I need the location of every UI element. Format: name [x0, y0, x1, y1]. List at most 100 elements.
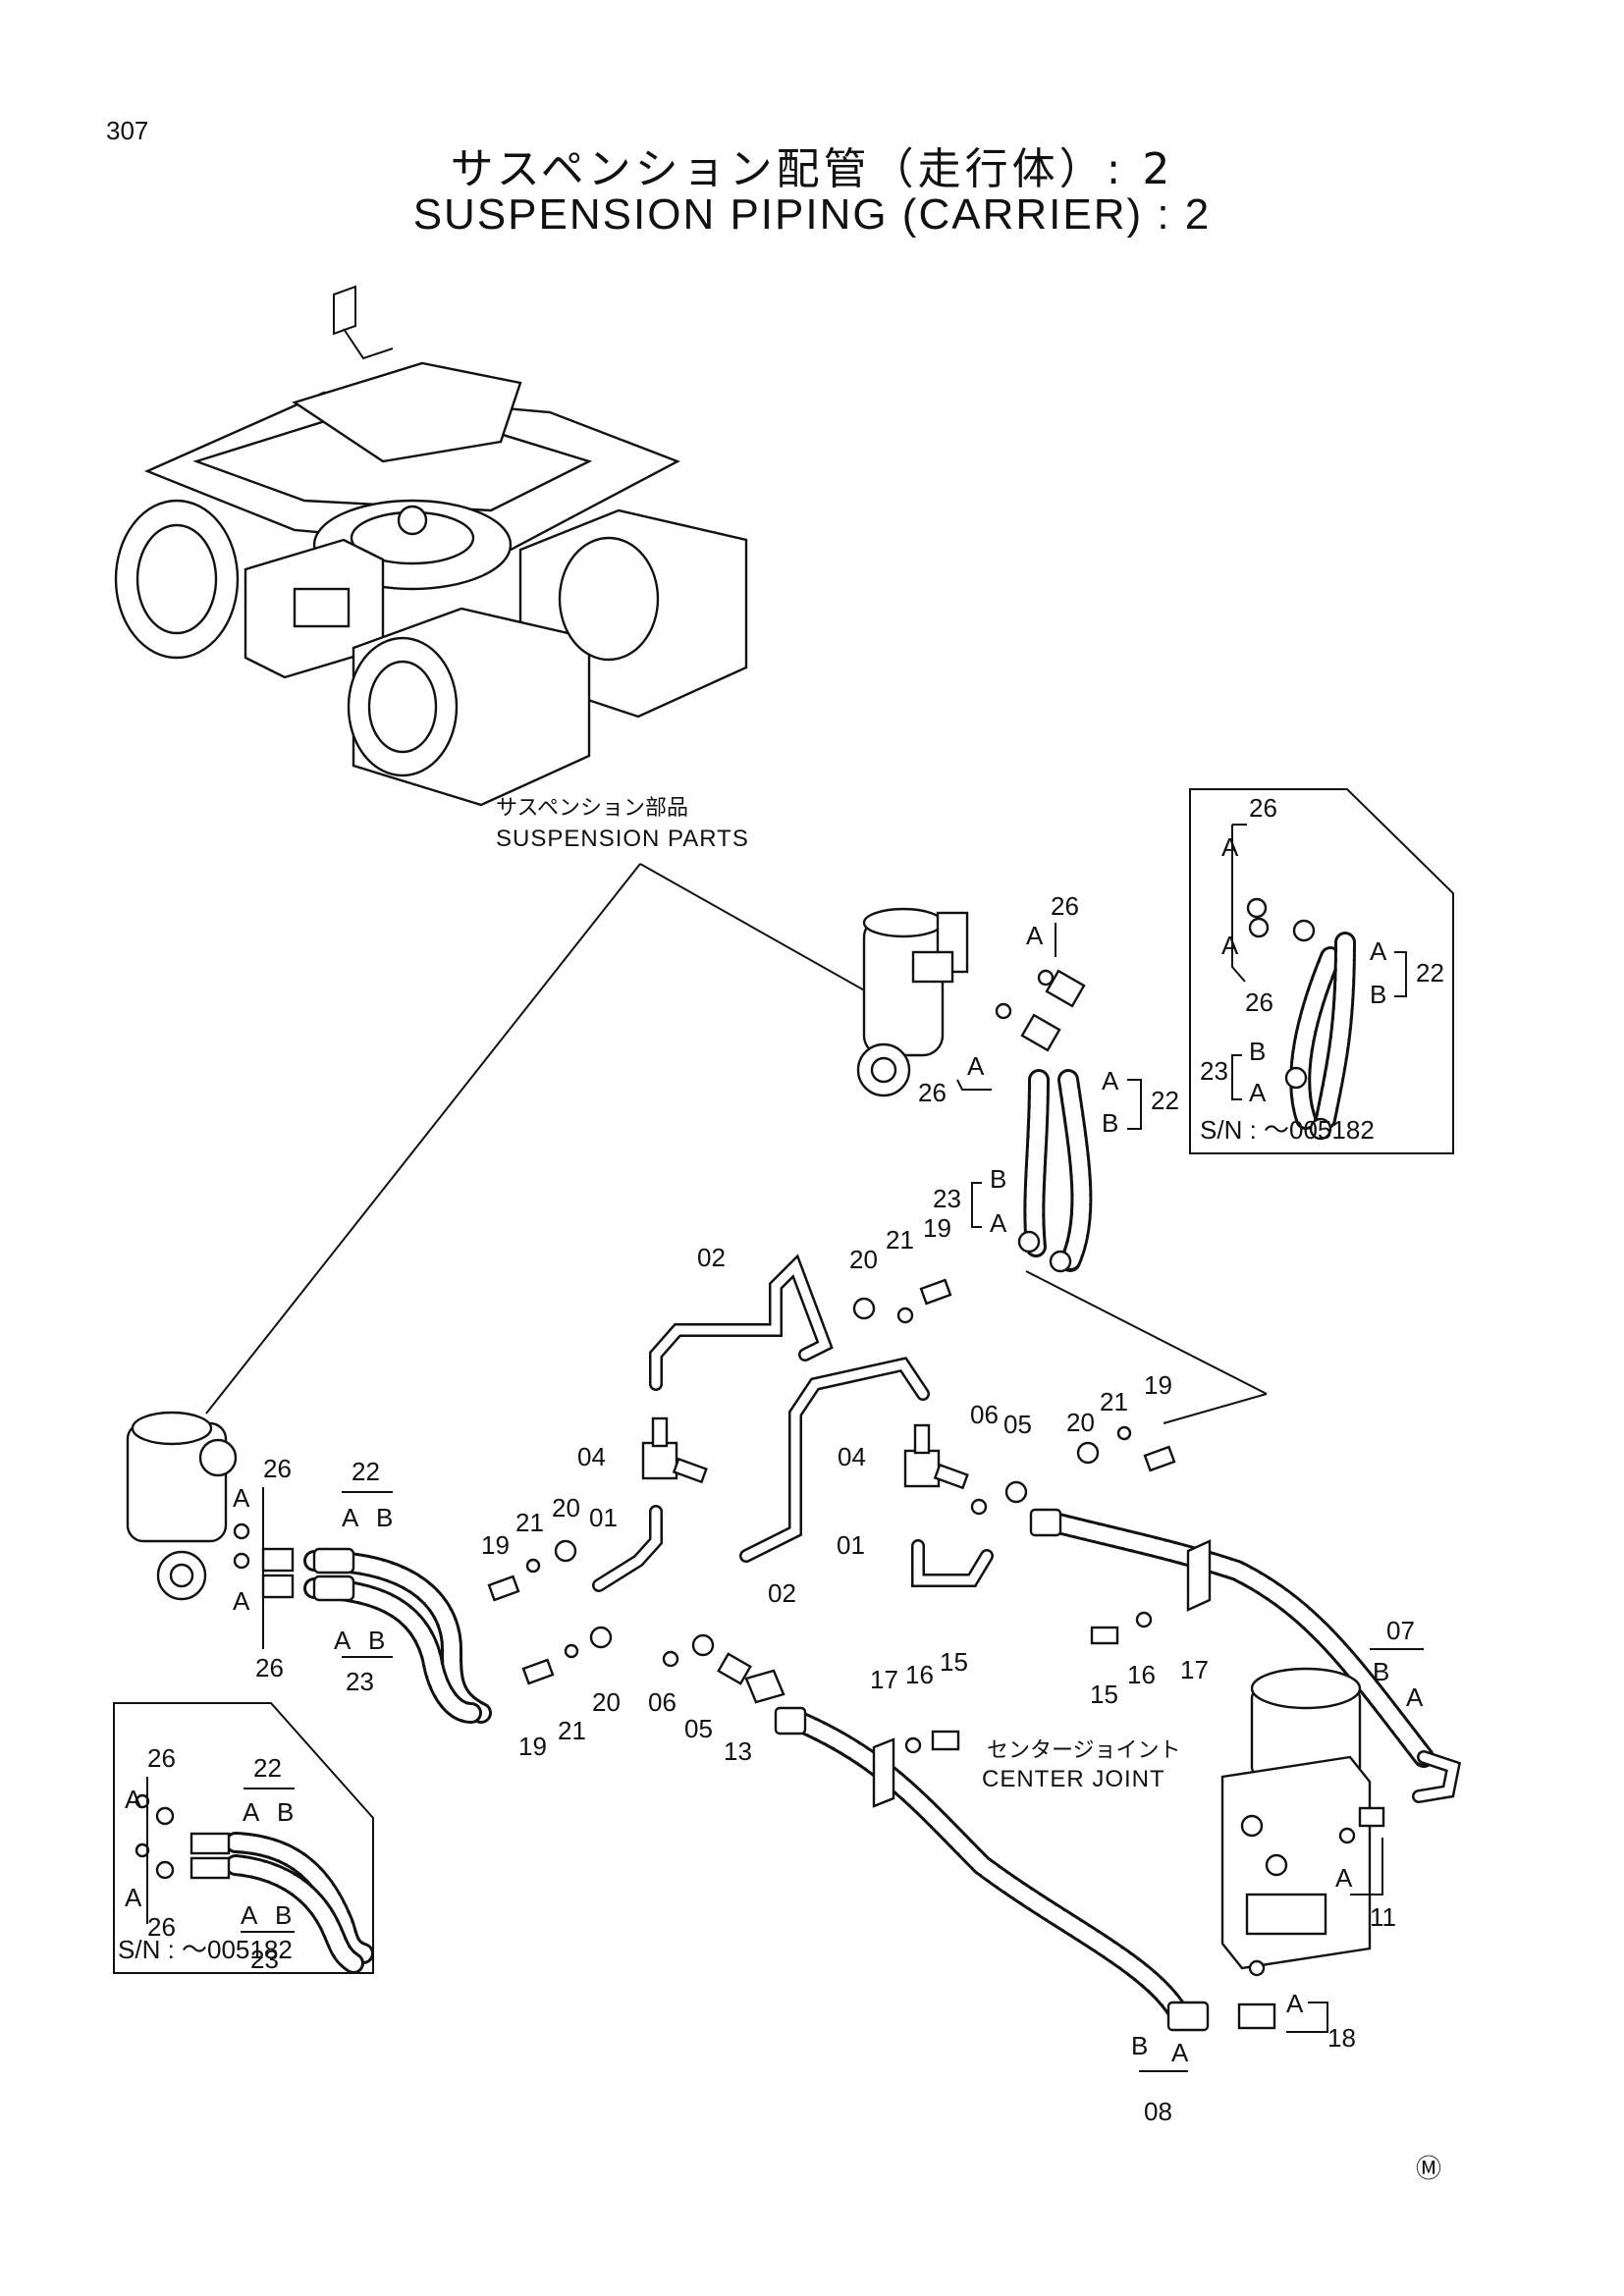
upper-suspension-cylinder	[856, 907, 969, 1097]
tee-04-right	[903, 1423, 969, 1490]
part-label-21: 21	[558, 1716, 586, 1745]
steel-pipe-01-left	[592, 1505, 663, 1592]
center-joint-en-label: CENTER JOINT	[982, 1766, 1165, 1792]
steel-pipe-01-right	[911, 1539, 994, 1587]
part-label-13: 13	[724, 1736, 752, 1766]
part-label-23: 23	[250, 1945, 279, 1974]
part-label-a: A	[1026, 921, 1044, 950]
part-label-22: 22	[352, 1457, 380, 1486]
part-label-23: 23	[933, 1184, 961, 1213]
hose-07-long	[1029, 1508, 1462, 1803]
part-label-a: A	[1221, 931, 1239, 960]
page-number: 307	[106, 116, 149, 145]
part-label-a: A	[1221, 832, 1239, 862]
left-inset-box	[113, 1702, 374, 1974]
tee-04-left	[641, 1416, 708, 1484]
part-label-26: 26	[1245, 988, 1273, 1017]
part-label-a: A	[967, 1051, 985, 1081]
suspension-leader-lines	[205, 863, 1268, 1424]
clamp-17-lower	[872, 1730, 960, 1808]
part-label-19: 19	[481, 1530, 510, 1560]
part-label-b: B	[990, 1164, 1006, 1194]
steel-pipe-02-upper	[649, 1254, 834, 1391]
part-label-a: A	[125, 1883, 142, 1912]
right-inset-box	[1189, 788, 1454, 1154]
label-brackets	[146, 824, 1424, 2072]
part-label-17: 17	[870, 1665, 898, 1694]
part-label-20: 20	[1066, 1408, 1095, 1437]
part-label-26: 26	[255, 1653, 284, 1682]
part-label-a: A	[342, 1503, 359, 1532]
part-label-21: 21	[1100, 1387, 1128, 1416]
part-label-a: A	[990, 1208, 1007, 1238]
part-label-05: 05	[684, 1714, 713, 1743]
part-label-b: B	[368, 1626, 385, 1655]
part-label-01: 01	[837, 1530, 865, 1560]
steel-pipe-02-lower	[739, 1357, 930, 1563]
part-label-a: A	[1249, 1078, 1267, 1107]
m-mark-symbol: Ⓜ	[1416, 2154, 1441, 2183]
callout-labels: サスペンション部品 SUSPENSION PARTS センタージョイント CEN…	[118, 796, 1441, 2183]
part-label-19: 19	[518, 1732, 547, 1761]
part-label-a: A	[1335, 1863, 1353, 1893]
part-label-08: 08	[1144, 2097, 1172, 2126]
part-label-b: B	[1373, 1657, 1389, 1686]
part-label-26: 26	[263, 1454, 292, 1483]
part-label-20: 20	[849, 1245, 878, 1274]
page-title-english: SUSPENSION PIPING (CARRIER) : 2	[412, 190, 1212, 239]
part-label-b: B	[1249, 1037, 1266, 1066]
part-label-23: 23	[346, 1667, 374, 1696]
part-label-06: 06	[970, 1400, 999, 1429]
center-joint-body	[1220, 1667, 1385, 2030]
part-label-a: A	[243, 1797, 260, 1827]
part-number-labels: 26 A A 26 A B 22 23 B A 26 A A 26 A B 22…	[125, 793, 1444, 2126]
part-label-22: 22	[1416, 958, 1444, 988]
part-label-23: 23	[1200, 1056, 1228, 1086]
part-label-22: 22	[253, 1753, 282, 1783]
part-label-b: B	[1370, 980, 1386, 1009]
part-label-a: A	[241, 1900, 258, 1930]
part-label-20: 20	[552, 1493, 580, 1522]
part-label-19: 19	[923, 1213, 951, 1243]
part-label-15: 15	[940, 1647, 968, 1677]
part-label-11: 11	[1370, 1902, 1396, 1932]
part-label-02: 02	[768, 1578, 796, 1608]
part-label-04: 04	[577, 1442, 606, 1471]
part-label-b: B	[277, 1797, 294, 1827]
left-suspension-cylinder	[126, 1411, 295, 1601]
center-joint-jp-label: センタージョイント	[987, 1738, 1181, 1763]
part-label-b: B	[275, 1900, 292, 1930]
part-label-26: 26	[1249, 793, 1277, 823]
part-label-02: 02	[697, 1243, 726, 1272]
nuts-washers-group	[487, 1278, 1176, 1704]
part-label-01: 01	[589, 1503, 618, 1532]
part-label-26: 26	[147, 1912, 176, 1942]
part-label-17: 17	[1180, 1655, 1209, 1684]
part-label-07: 07	[1386, 1616, 1415, 1645]
suspension-parts-jp-label: サスペンション部品	[496, 796, 688, 821]
part-label-21: 21	[886, 1225, 914, 1255]
part-label-19: 19	[1144, 1370, 1172, 1400]
hose-22-23-upper	[1017, 1069, 1093, 1273]
clamp-17-right	[1090, 1539, 1212, 1645]
part-label-a: A	[125, 1785, 142, 1814]
hose-22-23-lower-left	[303, 1547, 492, 1724]
part-label-a: A	[1286, 1989, 1304, 2018]
part-label-16: 16	[905, 1660, 934, 1689]
part-label-21: 21	[515, 1508, 544, 1537]
part-label-20: 20	[592, 1687, 621, 1717]
part-label-06: 06	[648, 1687, 677, 1717]
part-label-22: 22	[1151, 1086, 1179, 1115]
part-label-b: B	[376, 1503, 393, 1532]
part-label-16: 16	[1127, 1660, 1156, 1689]
suspension-parts-en-label: SUSPENSION PARTS	[496, 826, 749, 852]
part-label-15: 15	[1090, 1680, 1118, 1709]
carrier-overview-illustration	[114, 285, 748, 807]
part-label-a: A	[334, 1626, 352, 1655]
part-label-a: A	[1406, 1682, 1424, 1712]
part-label-a: A	[1102, 1066, 1119, 1095]
right-inset-serial-label: S/N : ～005182	[1200, 1115, 1375, 1145]
part-label-a: A	[1370, 936, 1387, 966]
part-label-26: 26	[918, 1078, 947, 1107]
